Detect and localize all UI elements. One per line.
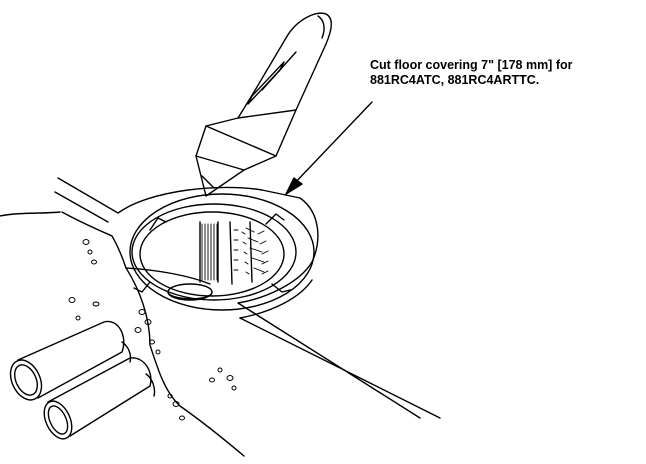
floor-slab [0,177,441,457]
floor-cut-outline [129,193,315,311]
cut-instruction-annotation: Cut floor covering 7" [178 mm] for 881RC… [370,58,640,88]
floor-box [131,203,297,301]
annotation-line-2: 881RC4ATC, 881RC4ARTTC. [370,73,540,87]
annotation-line-1: Cut floor covering 7" [178 mm] for [370,58,573,72]
arrow-icon [285,101,373,195]
utility-knife-icon [195,12,332,197]
terminal-strip [201,223,269,281]
concrete-aggregate [68,239,237,421]
conduit-pipes [9,320,156,440]
